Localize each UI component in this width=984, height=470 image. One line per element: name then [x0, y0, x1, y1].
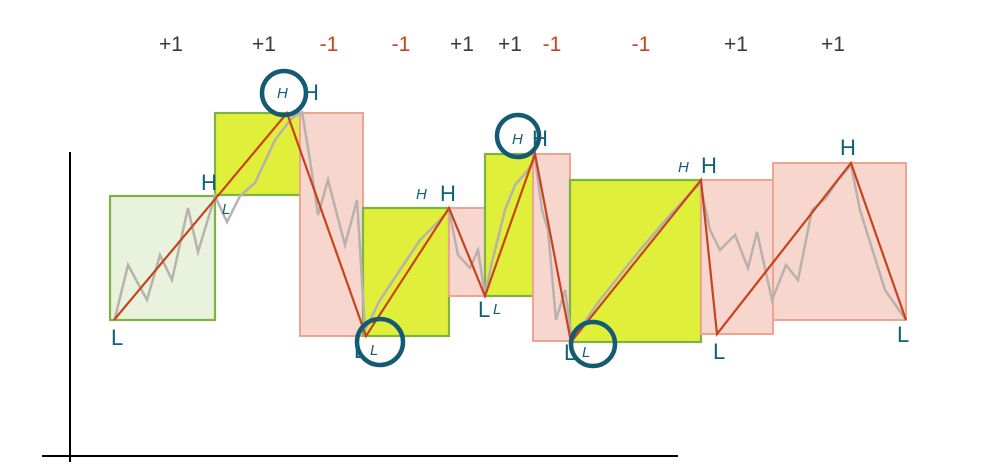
- sign-label: -1: [632, 33, 651, 56]
- sign-label: -1: [320, 33, 339, 56]
- circle-low-2: [568, 319, 618, 369]
- sign-label: +1: [498, 33, 522, 56]
- swing-labels: H H H L L L L H H L L H H L L H H L H L: [111, 80, 909, 365]
- label-low-small: L: [493, 301, 501, 318]
- sign-label: +1: [724, 33, 748, 56]
- label-low: L: [354, 338, 366, 363]
- label-low-small: L: [370, 342, 378, 359]
- sign-row: +1 +1 -1 -1 +1 +1 -1 -1 +1 +1: [159, 33, 845, 56]
- box-9-down: [700, 179, 774, 335]
- label-high: H: [440, 181, 456, 206]
- sign-label: +1: [159, 33, 183, 56]
- label-low: L: [713, 339, 725, 364]
- label-high-small: H: [512, 131, 523, 148]
- label-high-small: H: [678, 159, 689, 176]
- label-high-small: H: [416, 186, 427, 203]
- price-line: [113, 109, 908, 344]
- sign-label: +1: [450, 33, 474, 56]
- label-high-small: H: [277, 85, 288, 102]
- label-low: L: [111, 325, 123, 350]
- label-low-small: L: [222, 201, 230, 218]
- highlight-circles: [259, 68, 618, 369]
- label-high: H: [303, 80, 319, 105]
- circle-high-2: [494, 112, 542, 160]
- sign-label: +1: [821, 33, 845, 56]
- zigzag-line: [113, 110, 908, 345]
- circle-high-1: [259, 68, 309, 118]
- box-10-down: [772, 162, 907, 321]
- sign-label: -1: [392, 33, 411, 56]
- label-low-small: L: [582, 344, 590, 361]
- label-high: H: [840, 135, 856, 160]
- label-high: H: [532, 126, 548, 151]
- label-high: H: [701, 153, 717, 178]
- circle-low-1: [354, 316, 406, 368]
- label-low: L: [564, 340, 576, 365]
- sign-label: +1: [252, 33, 276, 56]
- label-low: L: [478, 297, 490, 322]
- label-high: H: [201, 170, 217, 195]
- label-low: L: [897, 322, 909, 347]
- box-4-up: [361, 206, 451, 338]
- sign-label: -1: [543, 33, 562, 56]
